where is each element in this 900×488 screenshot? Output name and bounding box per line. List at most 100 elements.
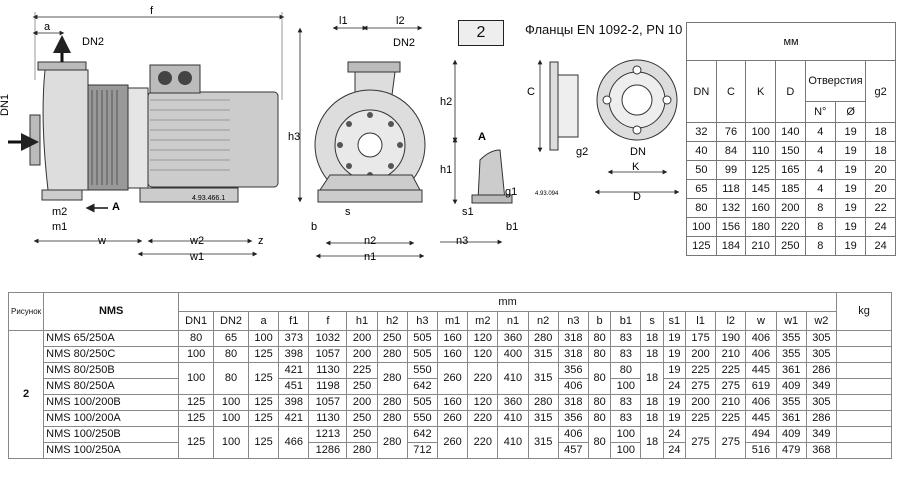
column-header: s xyxy=(640,311,664,331)
cell: 305 xyxy=(805,346,838,363)
cell: 100 xyxy=(610,426,642,443)
cell: 275 xyxy=(684,426,717,459)
dim-l2: l2 xyxy=(396,15,405,27)
flange-cell: 165 xyxy=(774,160,806,180)
cell: 550 xyxy=(406,362,439,379)
cell: 220 xyxy=(467,362,499,395)
flange-cell: 20 xyxy=(865,160,896,180)
cell: 280 xyxy=(527,394,559,411)
cell: 220 xyxy=(467,410,499,427)
cell: 225 xyxy=(684,410,717,427)
model-nms-100-250a: NMS 100/250A xyxy=(43,442,180,459)
cell: 406 xyxy=(745,394,777,411)
cell: 361 xyxy=(775,362,807,379)
cell: 120 xyxy=(467,330,499,347)
flange-cell: 125 xyxy=(745,160,776,180)
flange-cell: 22 xyxy=(865,198,896,218)
cell: 280 xyxy=(527,330,559,347)
flange-cell: 99 xyxy=(715,160,747,180)
model-nms-100-250b: NMS 100/250B xyxy=(43,426,180,443)
cell: 200 xyxy=(346,394,378,411)
flange-cell: 24 xyxy=(865,217,896,237)
cell: 421 xyxy=(278,410,310,427)
cell: 200 xyxy=(684,394,717,411)
fhead-k: K xyxy=(745,60,776,123)
cell: 100 xyxy=(178,362,215,395)
cell: 19 xyxy=(662,394,686,411)
cell: 80 xyxy=(213,346,249,363)
cell: 80 xyxy=(587,346,612,363)
weight-cell xyxy=(836,410,892,427)
flange-front xyxy=(596,59,678,141)
pump-drawing: f a DN2 DN1 h3 4.93.466.1 m2 m1 A xyxy=(0,5,680,263)
column-header: f xyxy=(308,311,348,331)
fhead-g2: g2 xyxy=(865,60,896,123)
flange-cell: 100 xyxy=(745,122,776,142)
cell: 80 xyxy=(587,426,612,459)
model-nms-100-200a: NMS 100/200A xyxy=(43,410,180,427)
flange-cell: 19 xyxy=(834,160,867,180)
cell: 80 xyxy=(587,330,612,347)
flange-cell: 220 xyxy=(774,217,806,237)
flange-cell: 4 xyxy=(804,179,836,199)
drawing-number-1: 4.93.466.1 xyxy=(192,195,225,202)
cell: 305 xyxy=(805,330,838,347)
column-header: f1 xyxy=(278,311,310,331)
cell: 80 xyxy=(213,362,249,395)
flange-cell: 84 xyxy=(715,141,747,161)
dim-dn2: DN2 xyxy=(82,36,104,48)
column-header: w2 xyxy=(805,311,838,331)
cell: 83 xyxy=(610,410,642,427)
weight-cell xyxy=(836,378,892,395)
flange-cell: 4 xyxy=(804,141,836,161)
dim-dn1: DN1 xyxy=(0,94,11,116)
cell: 125 xyxy=(247,346,280,363)
flange-cell: 160 xyxy=(745,198,776,218)
cell: 125 xyxy=(247,426,280,459)
cell: 286 xyxy=(805,410,838,427)
cell: 175 xyxy=(684,330,717,347)
cell: 318 xyxy=(557,330,589,347)
cell: 210 xyxy=(715,346,747,363)
flange-cell: 4 xyxy=(804,122,836,142)
cell: 80 xyxy=(587,410,612,427)
cell: 349 xyxy=(805,378,838,395)
cell: 19 xyxy=(662,362,686,379)
model-nms-80-250b: NMS 80/250B xyxy=(43,362,180,379)
cell: 479 xyxy=(775,442,807,459)
dim-g1: g1 xyxy=(505,186,517,198)
column-header: n2 xyxy=(527,311,559,331)
cell: 318 xyxy=(557,346,589,363)
figure-badge: 2 xyxy=(458,20,504,46)
flange-cell: 150 xyxy=(774,141,806,161)
cell: 1032 xyxy=(308,330,348,347)
cell: 250 xyxy=(346,426,378,443)
cell: 225 xyxy=(684,362,717,379)
dim-n2: n2 xyxy=(364,235,376,247)
cell: 125 xyxy=(247,362,280,395)
cell: 516 xyxy=(745,442,777,459)
cell: 1213 xyxy=(308,426,348,443)
cell: 225 xyxy=(715,410,747,427)
cell: 505 xyxy=(406,394,439,411)
cell: 83 xyxy=(610,330,642,347)
weight-cell xyxy=(836,442,892,459)
cell: 1057 xyxy=(308,346,348,363)
dim-z: z xyxy=(258,235,264,247)
cell: 368 xyxy=(805,442,838,459)
cell: 550 xyxy=(406,410,439,427)
flange-cell: 8 xyxy=(804,236,836,256)
column-header: w xyxy=(745,311,777,331)
head-nms: NMS xyxy=(43,292,180,331)
flange-cell: 145 xyxy=(745,179,776,199)
flange-cell: 140 xyxy=(774,122,806,142)
cell: 410 xyxy=(497,426,529,459)
column-header: l1 xyxy=(684,311,717,331)
cell: 1130 xyxy=(308,362,348,379)
